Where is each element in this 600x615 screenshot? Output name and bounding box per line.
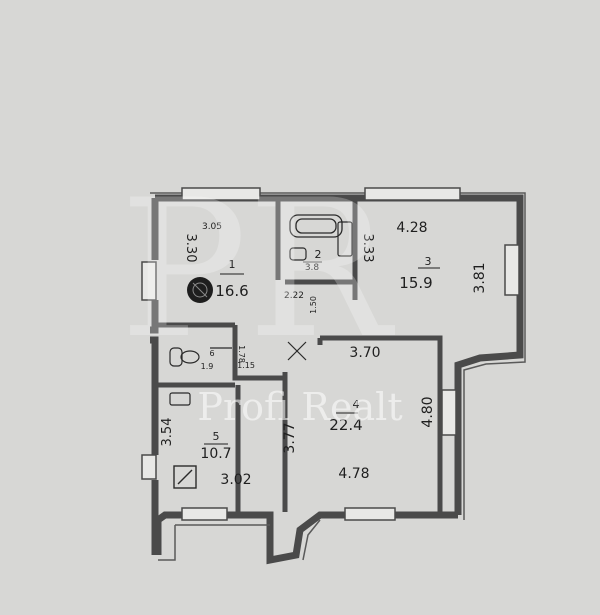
dim-1-15: 1.15 <box>237 361 255 370</box>
window-room-4 <box>344 507 396 521</box>
boiler-icon <box>187 277 213 303</box>
dim-1-78: 1.78 <box>237 345 246 363</box>
bathtub-icon <box>289 214 343 238</box>
window-room-3-side <box>504 244 520 296</box>
window-room-5 <box>181 507 228 521</box>
dim-3-30: 3.30 <box>183 234 198 263</box>
dim-3-77: 3.77 <box>282 422 298 453</box>
room-5-area: 10.7 <box>200 446 231 462</box>
watermark: PR Profi Realt <box>120 159 403 429</box>
watermark-text: Profi Realt <box>197 385 402 429</box>
dim-4-80: 4.80 <box>420 396 436 427</box>
room-4-number: 4 <box>353 398 360 411</box>
dim-3-05: 3.05 <box>202 222 222 232</box>
exterior-wall-outline <box>150 192 526 561</box>
door-swing <box>210 341 307 361</box>
room-2-number: 2 <box>315 248 322 261</box>
interior-walls <box>155 200 443 512</box>
room-3-area: 15.9 <box>399 274 432 292</box>
stove-icon <box>173 465 197 489</box>
dim-4-28: 4.28 <box>396 220 427 236</box>
dim-1-50: 1.50 <box>309 296 318 314</box>
room-4-area: 22.4 <box>329 416 362 434</box>
dim-2-22: 2.22 <box>284 291 304 301</box>
windows <box>141 187 520 521</box>
room-1-area: 16.6 <box>215 282 248 300</box>
room-2-area: 3.8 <box>305 263 320 273</box>
room-6-number: 6 <box>209 349 214 358</box>
watermark-monogram: PR <box>120 159 396 380</box>
dim-3-81: 3.81 <box>472 262 488 293</box>
dim-3-33: 3.33 <box>360 234 375 263</box>
sink-icon <box>289 221 353 261</box>
window-room-1 <box>181 187 261 201</box>
room-5-number: 5 <box>213 430 220 443</box>
dim-3-02: 3.02 <box>220 472 251 488</box>
dim-3-54: 3.54 <box>160 418 175 447</box>
room-6-area: 1.9 <box>201 362 214 371</box>
toilet-icon <box>169 347 200 367</box>
dim-3-70: 3.70 <box>349 345 380 361</box>
room-1-number: 1 <box>229 258 236 271</box>
sink-room-5-icon <box>169 392 191 406</box>
dim-4-78: 4.78 <box>338 466 369 482</box>
window-room-4-side <box>441 389 457 436</box>
window-room-3 <box>364 187 461 201</box>
room-3-number: 3 <box>425 255 432 268</box>
window-room-1-side <box>141 261 157 301</box>
window-room-5-side <box>141 454 157 480</box>
